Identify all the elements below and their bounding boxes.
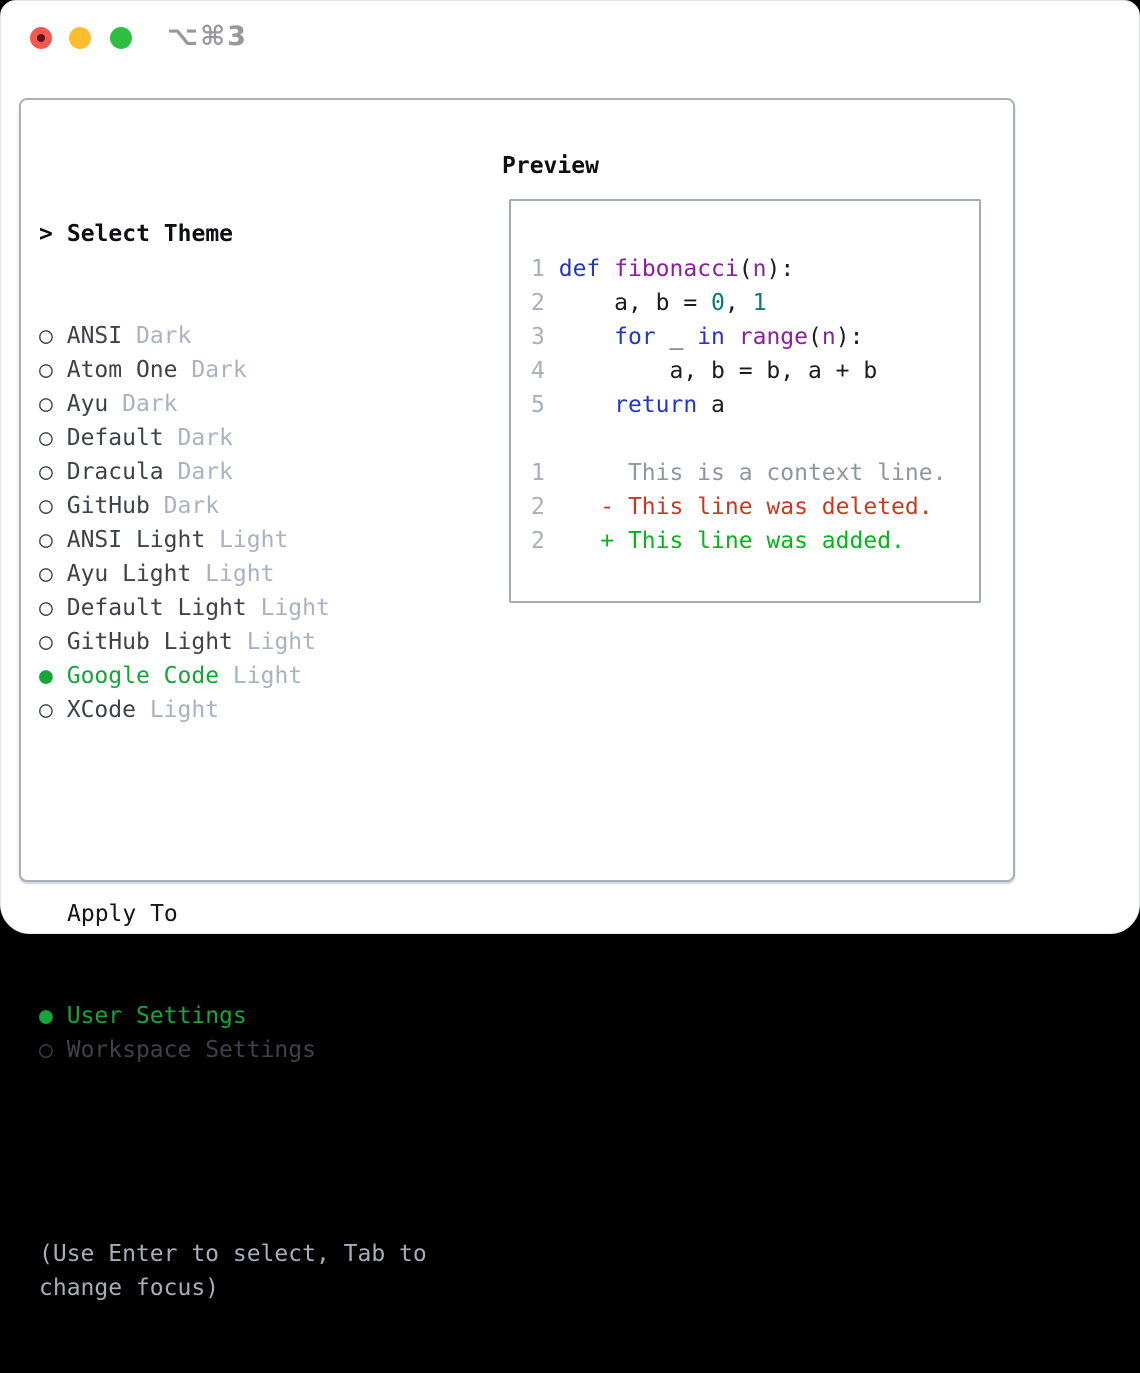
radio-icon: ○ bbox=[39, 493, 53, 519]
theme-option-name: Atom One bbox=[67, 357, 178, 383]
line-number: 2 bbox=[531, 290, 545, 316]
code-line: 3 for _ in range(n): bbox=[531, 320, 979, 354]
theme-option-name: XCode bbox=[67, 697, 136, 723]
diff-line-deleted: 2 - This line was deleted. bbox=[531, 490, 979, 524]
theme-list: ○ ANSI Dark○ Atom One Dark○ Ayu Dark○ De… bbox=[39, 319, 479, 727]
radio-icon: ○ bbox=[39, 459, 53, 485]
theme-variant-tag: Light bbox=[233, 663, 302, 689]
apply-option-name: User Settings bbox=[67, 1003, 247, 1029]
select-theme-title: Select Theme bbox=[67, 221, 233, 247]
theme-variant-tag: Light bbox=[205, 561, 274, 587]
apply-option-user-settings[interactable]: ● User Settings bbox=[39, 999, 479, 1033]
theme-variant-tag: Dark bbox=[164, 493, 219, 519]
keyboard-hint: (Use Enter to select, Tab to change focu… bbox=[39, 1237, 459, 1305]
radio-selected-icon: ● bbox=[39, 663, 53, 689]
code-line: 2 a, b = 0, 1 bbox=[531, 286, 979, 320]
line-number: 3 bbox=[531, 324, 545, 350]
line-number: 5 bbox=[531, 392, 545, 418]
radio-icon: ○ bbox=[39, 595, 53, 621]
radio-selected-icon: ● bbox=[39, 1003, 53, 1029]
radio-icon: ○ bbox=[39, 391, 53, 417]
radio-icon: ○ bbox=[39, 425, 53, 451]
apply-option-name: Workspace Settings bbox=[67, 1037, 316, 1063]
theme-option-github-light[interactable]: ○ GitHub Light Light bbox=[39, 625, 479, 659]
zoom-button[interactable] bbox=[110, 27, 132, 49]
select-theme-header: > Select Theme bbox=[39, 217, 479, 251]
theme-variant-tag: Dark bbox=[136, 323, 191, 349]
line-number: 4 bbox=[531, 358, 545, 384]
radio-icon: ○ bbox=[39, 697, 53, 723]
radio-icon: ○ bbox=[39, 323, 53, 349]
theme-option-default[interactable]: ○ Default Dark bbox=[39, 421, 479, 455]
line-number: 2 bbox=[531, 494, 545, 520]
theme-option-name: Dracula bbox=[67, 459, 164, 485]
theme-option-ayu[interactable]: ○ Ayu Dark bbox=[39, 387, 479, 421]
diff-line-context: 1 This is a context line. bbox=[531, 456, 979, 490]
theme-variant-tag: Light bbox=[261, 595, 330, 621]
theme-variant-tag: Light bbox=[150, 697, 219, 723]
theme-variant-tag: Light bbox=[219, 527, 288, 553]
theme-variant-tag: Dark bbox=[122, 391, 177, 417]
prompt-icon: > bbox=[39, 221, 53, 247]
theme-option-name: ANSI Light bbox=[67, 527, 205, 553]
theme-option-xcode[interactable]: ○ XCode Light bbox=[39, 693, 479, 727]
code-line: 4 a, b = b, a + b bbox=[531, 354, 979, 388]
theme-option-name: Ayu Light bbox=[67, 561, 192, 587]
apply-option-workspace-settings[interactable]: ○ Workspace Settings bbox=[39, 1033, 479, 1067]
diff-line-added: 2 + This line was added. bbox=[531, 524, 979, 558]
theme-option-name: Default bbox=[67, 425, 164, 451]
code-line: 1 def fibonacci(n): bbox=[531, 252, 979, 286]
theme-option-name: ANSI bbox=[67, 323, 122, 349]
radio-icon: ○ bbox=[39, 357, 53, 383]
theme-option-ayu-light[interactable]: ○ Ayu Light Light bbox=[39, 557, 479, 591]
close-dot-icon bbox=[37, 34, 45, 42]
radio-icon: ○ bbox=[39, 527, 53, 553]
spacer bbox=[531, 422, 979, 456]
theme-option-name: GitHub Light bbox=[67, 629, 233, 655]
theme-list-column: >Select Theme ○ ANSI Dark○ Atom One Dark… bbox=[39, 149, 479, 1373]
minimize-button[interactable] bbox=[69, 27, 91, 49]
theme-option-default-light[interactable]: ○ Default Light Light bbox=[39, 591, 479, 625]
theme-option-ansi[interactable]: ○ ANSI Dark bbox=[39, 319, 479, 353]
spacer bbox=[39, 795, 479, 829]
radio-icon: ○ bbox=[39, 629, 53, 655]
radio-icon: ○ bbox=[39, 1037, 53, 1063]
window-title: ⌥⌘3 bbox=[167, 23, 248, 51]
theme-option-name: GitHub bbox=[67, 493, 150, 519]
theme-option-dracula[interactable]: ○ Dracula Dark bbox=[39, 455, 479, 489]
theme-variant-tag: Dark bbox=[178, 459, 233, 485]
theme-variant-tag: Light bbox=[247, 629, 316, 655]
close-button[interactable] bbox=[30, 27, 52, 49]
apply-to-list: ● User Settings○ Workspace Settings bbox=[39, 999, 479, 1067]
line-number: 2 bbox=[531, 528, 545, 554]
titlebar: ⌥⌘3 bbox=[1, 1, 1139, 73]
theme-option-google-code[interactable]: ● Google Code Light bbox=[39, 659, 479, 693]
line-number: 1 bbox=[531, 460, 545, 486]
theme-option-atom-one[interactable]: ○ Atom One Dark bbox=[39, 353, 479, 387]
app-window: ⌥⌘3 >Select Theme ○ ANSI Dark○ Atom One … bbox=[0, 0, 1140, 934]
theme-option-github[interactable]: ○ GitHub Dark bbox=[39, 489, 479, 523]
theme-option-name: Google Code bbox=[67, 663, 219, 689]
preview-title: Preview bbox=[502, 149, 599, 183]
spacer bbox=[39, 1135, 479, 1169]
theme-variant-tag: Dark bbox=[191, 357, 246, 383]
line-number: 1 bbox=[531, 256, 545, 282]
theme-option-name: Default Light bbox=[67, 595, 247, 621]
theme-variant-tag: Dark bbox=[178, 425, 233, 451]
theme-option-name: Ayu bbox=[67, 391, 109, 417]
apply-to-label: Apply To bbox=[39, 897, 479, 931]
radio-icon: ○ bbox=[39, 561, 53, 587]
code-line: 5 return a bbox=[531, 388, 979, 422]
theme-option-ansi-light[interactable]: ○ ANSI Light Light bbox=[39, 523, 479, 557]
